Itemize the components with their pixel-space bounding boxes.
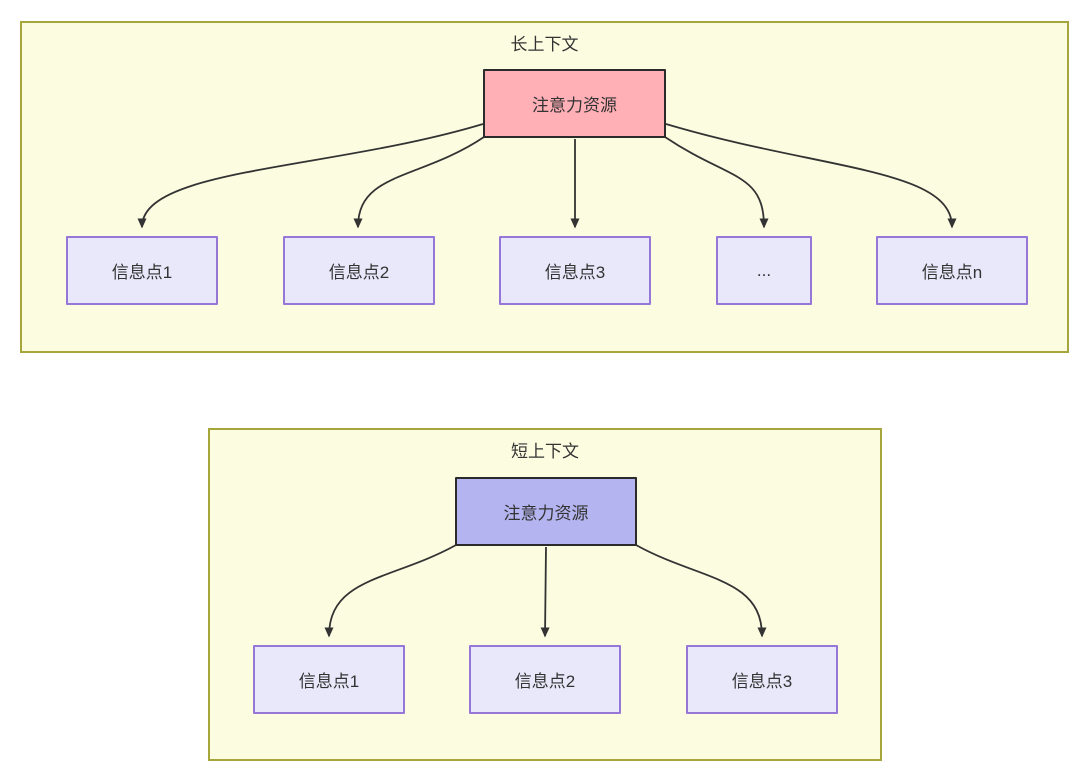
short-context-title: 短上下文 — [511, 442, 579, 461]
long-info-node-n: 信息点n — [876, 236, 1028, 305]
long-attention-box: 注意力资源 — [483, 69, 666, 138]
long-info-node-2: 信息点2 — [283, 236, 435, 305]
short-info-node-1: 信息点1 — [253, 645, 405, 714]
long-info-node-1: 信息点1 — [66, 236, 218, 305]
short-info-node-3: 信息点3 — [686, 645, 838, 714]
long-info-node-ellipsis: ... — [716, 236, 812, 305]
short-attention-box: 注意力资源 — [455, 477, 637, 546]
long-context-title: 长上下文 — [510, 35, 579, 54]
short-info-node-2: 信息点2 — [469, 645, 621, 714]
long-info-node-3: 信息点3 — [499, 236, 651, 305]
